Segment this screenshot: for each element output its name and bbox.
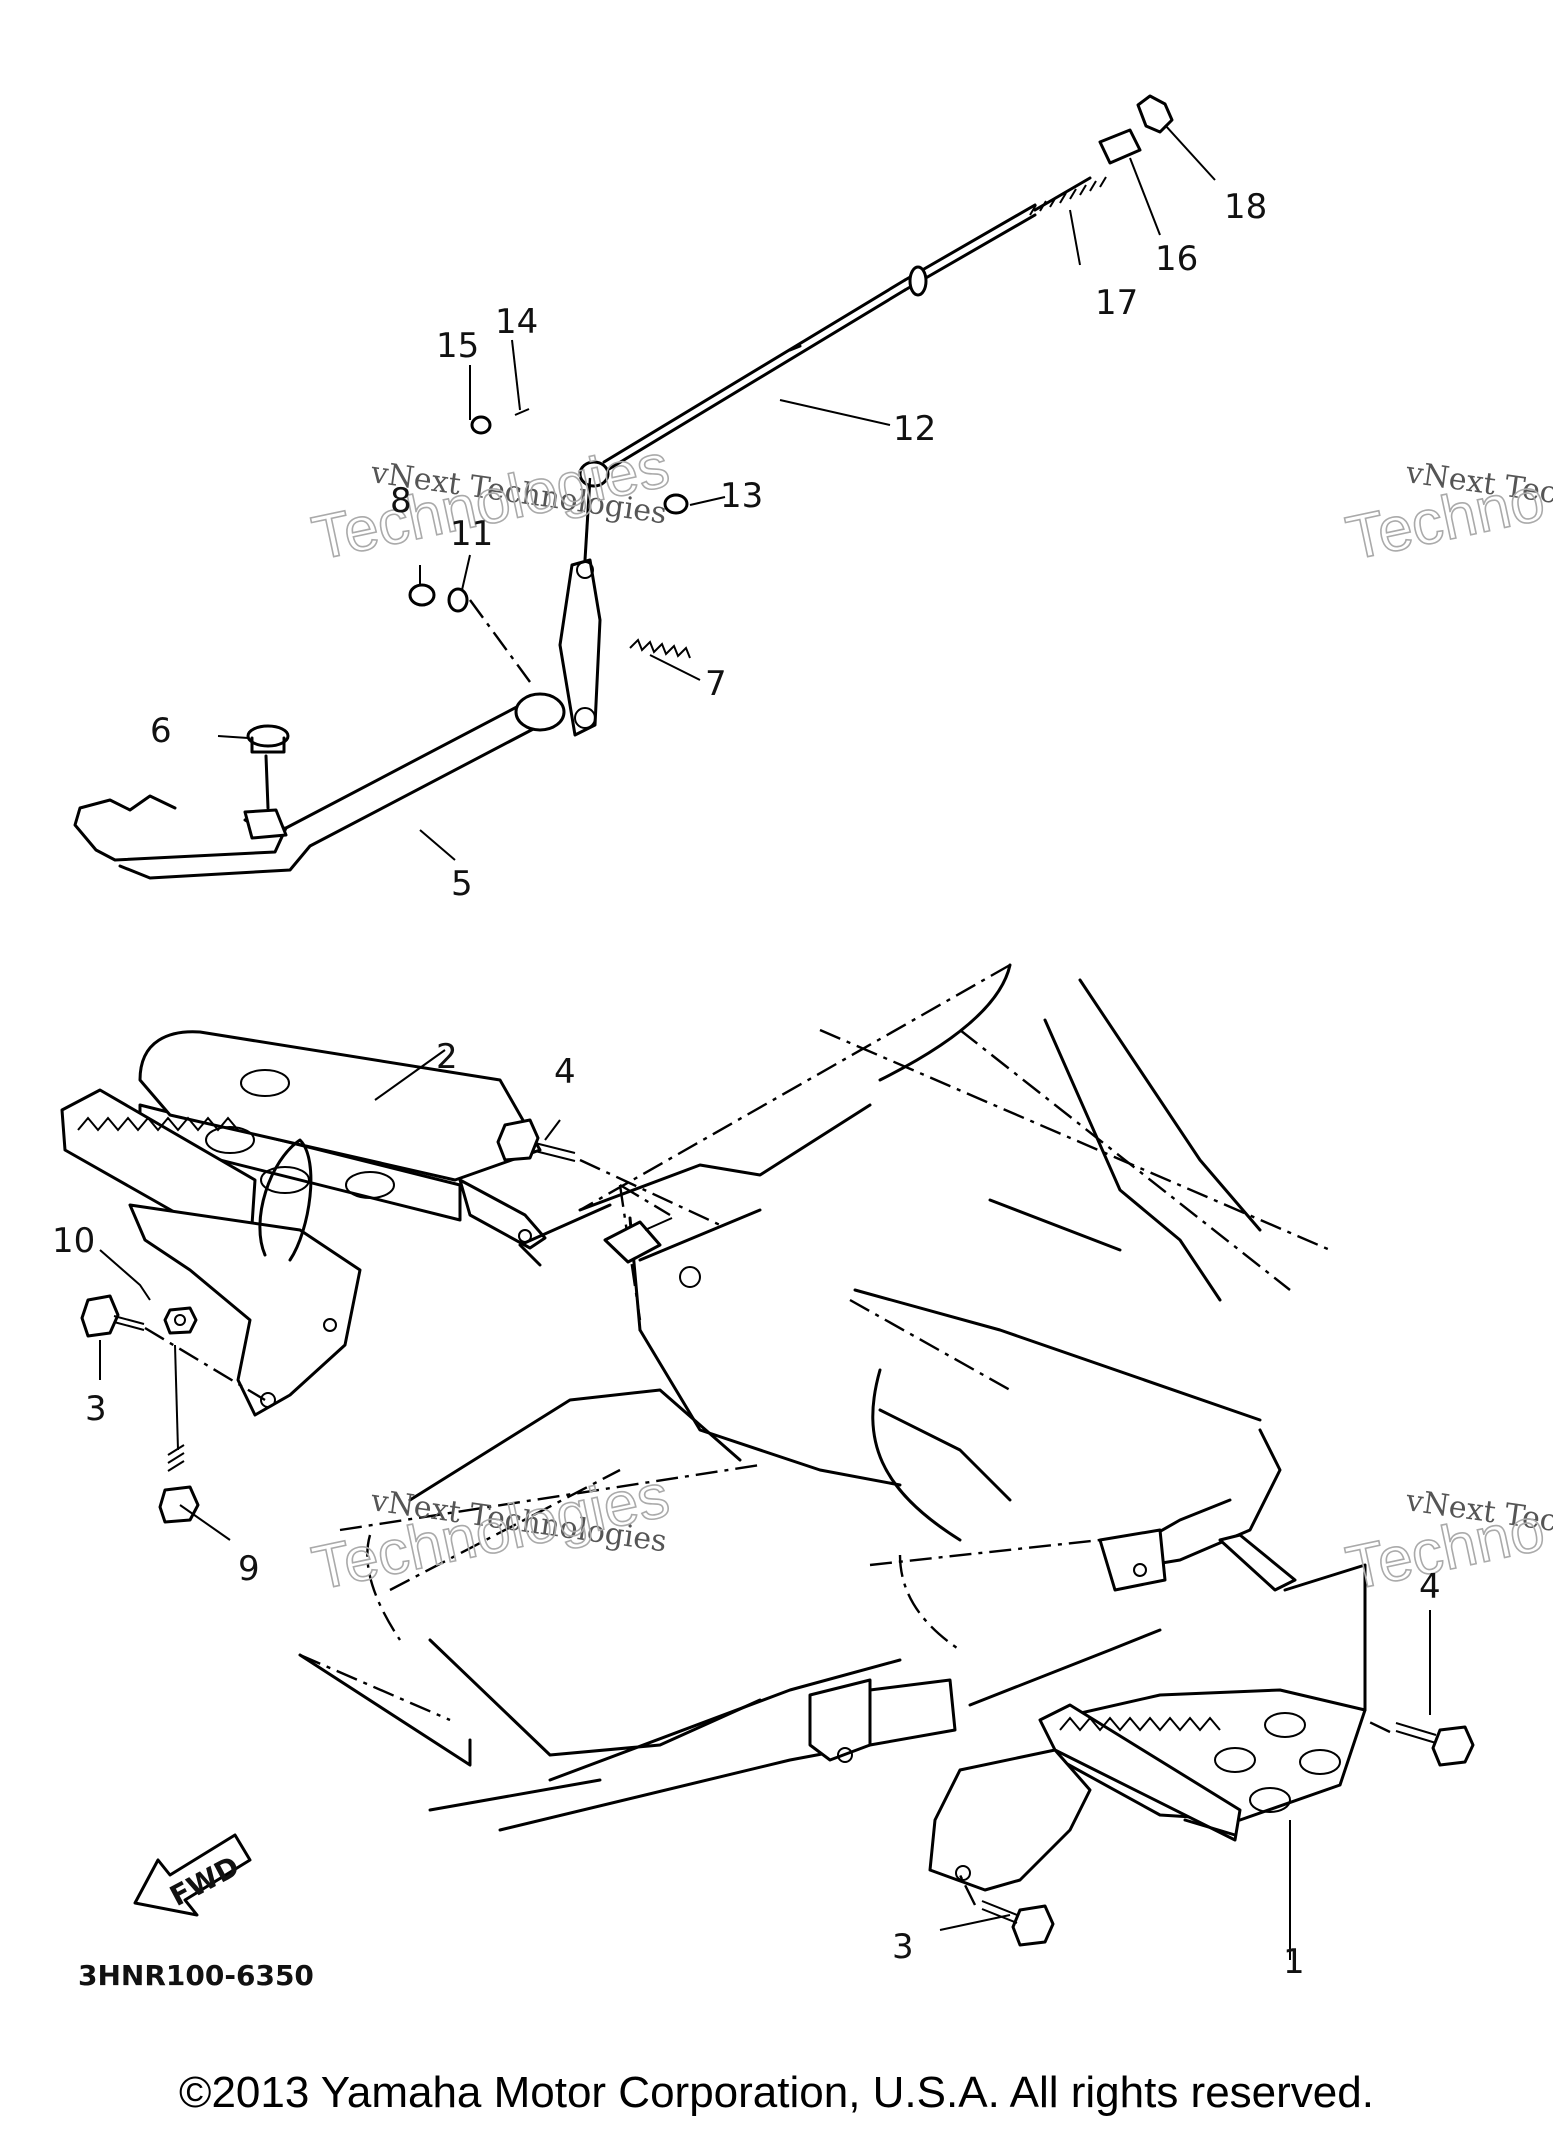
- adjusting-nut-16: [1098, 128, 1142, 165]
- stopper-6: [246, 724, 290, 810]
- callout-12: 12: [893, 409, 936, 449]
- bolt-9: [158, 1344, 200, 1524]
- callout-1: 1: [1283, 1942, 1305, 1982]
- callout-18: 18: [1224, 187, 1267, 227]
- collar-10: [163, 1306, 198, 1335]
- copyright-notice: ©2013 Yamaha Motor Corporation, U.S.A. A…: [179, 2068, 1374, 2117]
- callout-15: 15: [436, 326, 479, 366]
- spring-17: [1029, 176, 1107, 216]
- callout-7: 7: [705, 664, 727, 704]
- left-footrest-2: [60, 1030, 547, 1417]
- bolt-3-left: [80, 1294, 266, 1402]
- callout-10: 10: [52, 1221, 95, 1261]
- fwd-arrow-icon: FWD: [133, 1833, 252, 1917]
- bolt-4-left: [496, 1118, 721, 1227]
- callout-3: 3: [85, 1389, 107, 1429]
- watermark: vNext Technologies Technologies vNext Te…: [306, 430, 1553, 1604]
- callout-11: 11: [450, 514, 493, 554]
- callout-labels: 1 2 3 3 4 4 5 6 7 8 9 10 11 12 13 14 15 …: [52, 187, 1441, 1982]
- callout-2: 2: [436, 1037, 458, 1077]
- callout-5: 5: [451, 864, 473, 904]
- brake-rod-12: [602, 203, 1037, 474]
- callout-9: 9: [238, 1549, 260, 1589]
- bolt-3-right: [958, 1874, 1055, 1947]
- callout-4: 4: [554, 1052, 576, 1092]
- washers-8-11-13-15: [408, 408, 689, 683]
- watermark-outline-text: Technologies: [307, 1461, 675, 1604]
- frame: [298, 963, 1331, 1832]
- right-footrest-1: [928, 1533, 1367, 1892]
- spring-7: [629, 638, 691, 659]
- callout-17: 17: [1095, 283, 1138, 323]
- wing-nut-18: [1136, 94, 1174, 134]
- callout-8: 8: [390, 481, 412, 521]
- bolt-4-right: [1364, 1718, 1475, 1767]
- callout-13: 13: [720, 476, 763, 516]
- callout-16: 16: [1155, 239, 1198, 279]
- pivot-bolt: [603, 1217, 701, 1288]
- leader-lines: [99, 124, 1431, 1960]
- callout-3: 3: [892, 1927, 914, 1967]
- callout-4: 4: [1419, 1567, 1441, 1607]
- part-code: 3HNR100-6350: [78, 1959, 314, 1992]
- callout-14: 14: [495, 302, 538, 342]
- callout-6: 6: [150, 711, 172, 751]
